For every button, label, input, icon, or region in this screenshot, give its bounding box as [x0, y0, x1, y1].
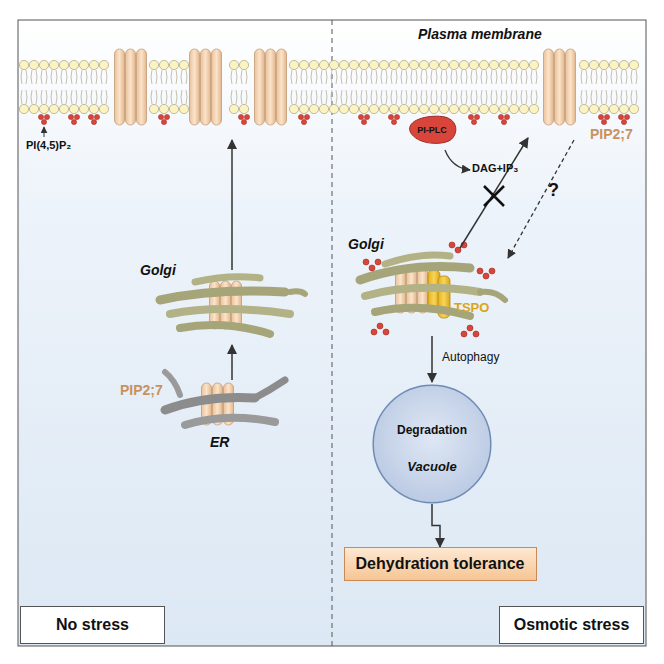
- condition-box: Osmotic stress: [499, 606, 644, 644]
- organelle-label: Golgi: [140, 262, 176, 278]
- node-text: No stress: [56, 616, 129, 634]
- question-mark: ?: [548, 180, 559, 201]
- vacuole-circle: DegradationVacuole: [372, 384, 492, 504]
- flow-arrow: [432, 504, 440, 547]
- lipid-label: PI(4,5)P₂: [26, 139, 71, 151]
- condition-box: No stress: [20, 606, 165, 644]
- process-label: Autophagy: [442, 350, 499, 364]
- region-label: Plasma membrane: [418, 26, 542, 42]
- protein-label: TSPO: [454, 300, 489, 315]
- node-subtext: Vacuole: [407, 459, 456, 474]
- enzyme-blob: PI-PLC: [406, 114, 458, 146]
- organelle-label: Golgi: [348, 236, 384, 252]
- vacuole-circle-outline: [372, 384, 492, 504]
- organelle-label: ER: [210, 434, 229, 450]
- protein-label: PIP2;7: [590, 126, 633, 142]
- node-text: Dehydration tolerance: [356, 555, 525, 573]
- node-text: Osmotic stress: [514, 616, 630, 634]
- product-label: DAG+IP₃: [472, 162, 518, 174]
- node-text: Degradation: [397, 423, 467, 437]
- protein-label: PIP2;7: [120, 382, 163, 398]
- outcome-box: Dehydration tolerance: [344, 547, 537, 581]
- node-text: PI-PLC: [417, 125, 447, 135]
